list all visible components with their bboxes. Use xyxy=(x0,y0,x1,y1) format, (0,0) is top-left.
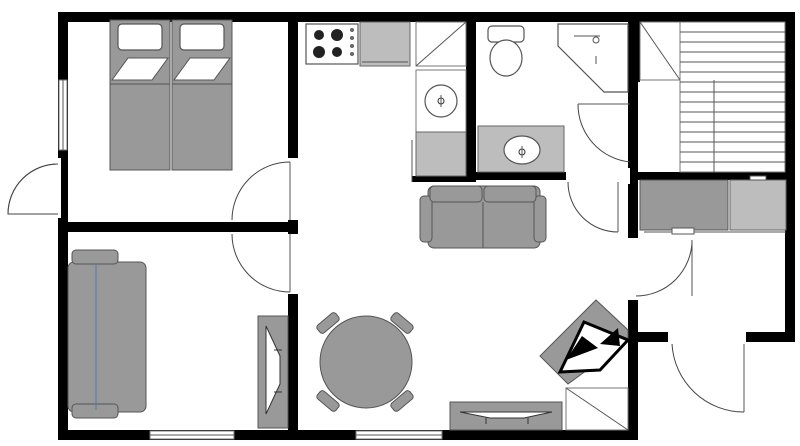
counter xyxy=(415,131,467,177)
table-icon xyxy=(316,312,414,412)
doors xyxy=(7,103,746,413)
shower-icon xyxy=(557,23,629,93)
wall-bath-left xyxy=(466,12,476,182)
fridge xyxy=(359,21,411,67)
living-kitchen xyxy=(305,21,631,431)
sofa-icon xyxy=(67,249,147,419)
door-bedroom-twin xyxy=(231,161,291,221)
bathroom xyxy=(477,23,629,173)
tv-icon xyxy=(257,315,289,429)
wall-bedrooms-divider xyxy=(58,222,294,232)
toilet-icon xyxy=(487,25,525,77)
door-exterior-left xyxy=(7,163,59,215)
stair-treads xyxy=(680,31,785,172)
bedroom-twin xyxy=(109,19,233,171)
stove xyxy=(305,23,359,65)
cabinet xyxy=(639,179,729,231)
bedroom-sofa xyxy=(67,249,289,429)
wall-stairs-bottom xyxy=(628,172,795,180)
wall-outer-bottom xyxy=(58,430,638,440)
door-bathroom xyxy=(577,103,631,163)
wall-bedrooms-right xyxy=(288,12,298,440)
corner-shower xyxy=(557,23,629,93)
staircase xyxy=(679,21,786,173)
appliance xyxy=(729,179,787,231)
bed-icon xyxy=(109,19,233,171)
wall-bath-bottom xyxy=(466,172,566,180)
wall-kitchen-partition xyxy=(412,176,468,182)
entrance-door xyxy=(671,343,745,413)
door-storage xyxy=(635,239,693,297)
sofa-bed xyxy=(67,261,147,413)
tv-icon xyxy=(539,299,631,385)
stairs-icon xyxy=(639,21,786,173)
tv-icon xyxy=(449,401,563,431)
dining-table xyxy=(319,315,413,409)
sink-icon xyxy=(415,69,467,133)
sofa-icon xyxy=(419,185,547,249)
door-hall xyxy=(567,181,619,233)
wall-stairs-left xyxy=(630,22,640,82)
windows xyxy=(58,79,443,440)
walls xyxy=(58,12,795,440)
wall-bath-right xyxy=(628,12,638,180)
washbasin-icon xyxy=(477,125,565,173)
wall-outer-top-right xyxy=(628,12,795,22)
door-bedroom-sofa xyxy=(231,233,291,293)
chair-icon xyxy=(316,312,414,412)
tv-unit-bedroom xyxy=(257,315,289,429)
toilet xyxy=(489,39,523,77)
wall-outer-top xyxy=(58,12,638,22)
storage xyxy=(639,175,787,235)
stove-icon xyxy=(305,23,359,65)
wall-right-of-main xyxy=(628,12,638,440)
